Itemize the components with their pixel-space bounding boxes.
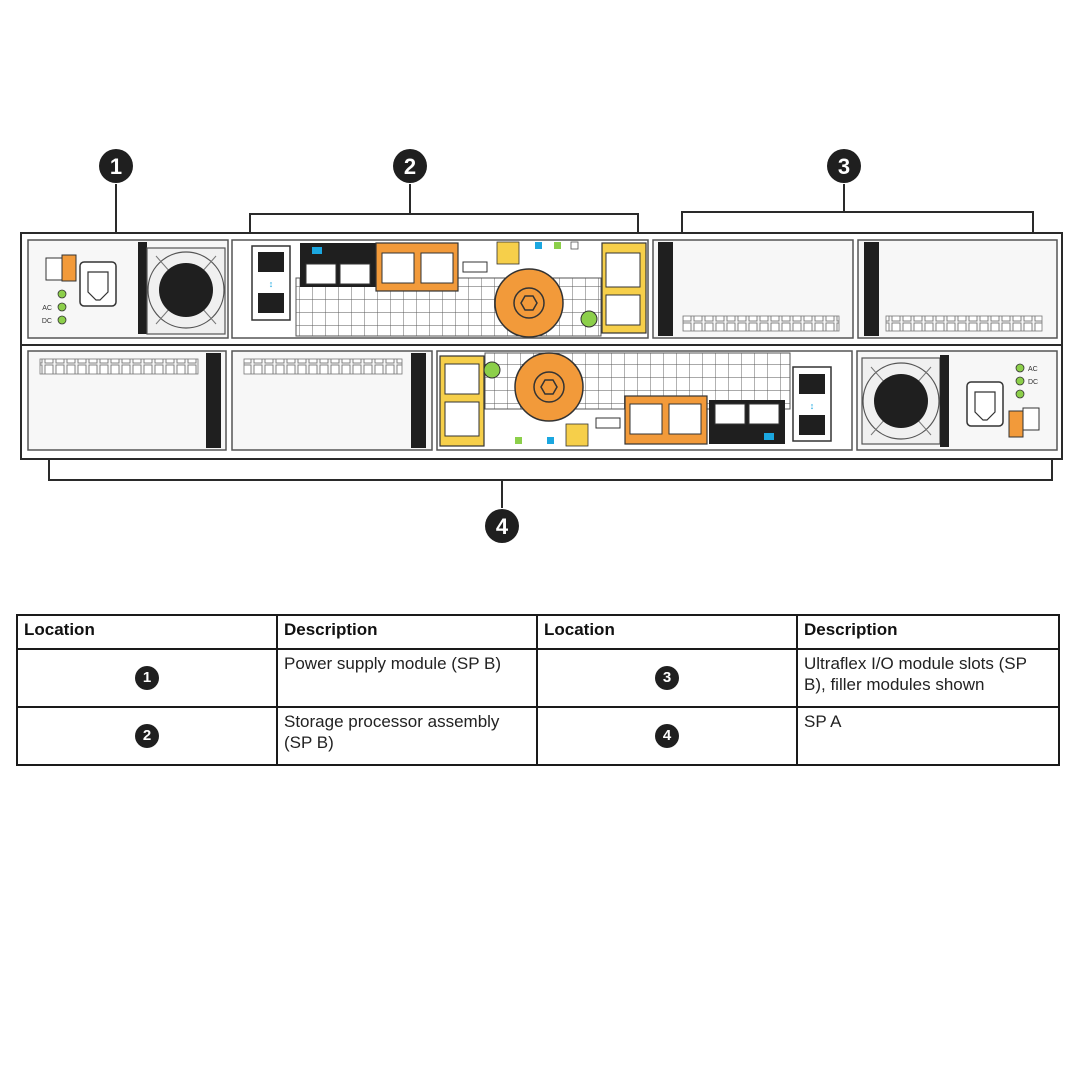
- psu-sp-a: AC DC: [856, 350, 1058, 451]
- callout-1-label: 1: [110, 154, 122, 179]
- header-description-right: Description: [796, 614, 1060, 650]
- header-location-left: Location: [16, 614, 278, 650]
- description-cell: Power supply module (SP B): [276, 648, 538, 708]
- callout-4: 4: [48, 460, 1053, 543]
- location-badge-3: 3: [655, 666, 679, 690]
- callout-3: 3: [681, 149, 1034, 232]
- psu-latch-a: [1008, 410, 1024, 438]
- header-description-left: Description: [276, 614, 538, 650]
- sp-b-port-glyph: ↕: [269, 279, 274, 289]
- table-row: 1 Power supply module (SP B) 3 Ultraflex…: [16, 648, 1060, 708]
- fan-icon: [159, 263, 213, 317]
- io-filler-module-3: [27, 350, 227, 451]
- table-row: 2 Storage processor assembly (SP B) 4 SP…: [16, 706, 1060, 766]
- callout-2-label: 2: [404, 154, 416, 179]
- release-knob: [494, 268, 564, 338]
- callout-3-label: 3: [838, 154, 850, 179]
- location-description-table: Location Description Location Descriptio…: [16, 614, 1060, 766]
- location-badge-4: 4: [655, 724, 679, 748]
- chassis-rear-diagram: 1 2 3 4 AC DC: [20, 149, 1063, 543]
- io-filler-module-4: [231, 350, 433, 451]
- io-filler-module-2: [857, 239, 1058, 339]
- description-cell: Storage processor assembly (SP B): [276, 706, 538, 766]
- storage-processor-sp-a: ↕: [436, 350, 853, 451]
- location-badge-2: 2: [135, 724, 159, 748]
- storage-processor-sp-b: ↕: [231, 239, 649, 339]
- psu-a-ac-label: AC: [1028, 366, 1038, 373]
- io-filler-module-1: [652, 239, 854, 339]
- psu-dc-label: DC: [42, 318, 52, 325]
- callout-4-label: 4: [496, 514, 509, 539]
- callout-1: 1: [99, 149, 133, 240]
- table-header-row: Location Description Location Descriptio…: [16, 614, 1060, 650]
- psu-ac-label: AC: [42, 305, 52, 312]
- sp-a-port-glyph: ↕: [810, 401, 815, 411]
- psu-a-dc-label: DC: [1028, 379, 1038, 386]
- callout-2: 2: [249, 149, 639, 234]
- psu-latch: [61, 254, 77, 282]
- release-knob-a: [514, 352, 584, 422]
- description-cell: SP A: [796, 706, 1060, 766]
- description-cell: Ultraflex I/O module slots (SP B), fille…: [796, 648, 1060, 708]
- psu-sp-b: AC DC: [27, 239, 229, 339]
- header-location-right: Location: [536, 614, 798, 650]
- fan-icon-a: [874, 374, 928, 428]
- location-badge-1: 1: [135, 666, 159, 690]
